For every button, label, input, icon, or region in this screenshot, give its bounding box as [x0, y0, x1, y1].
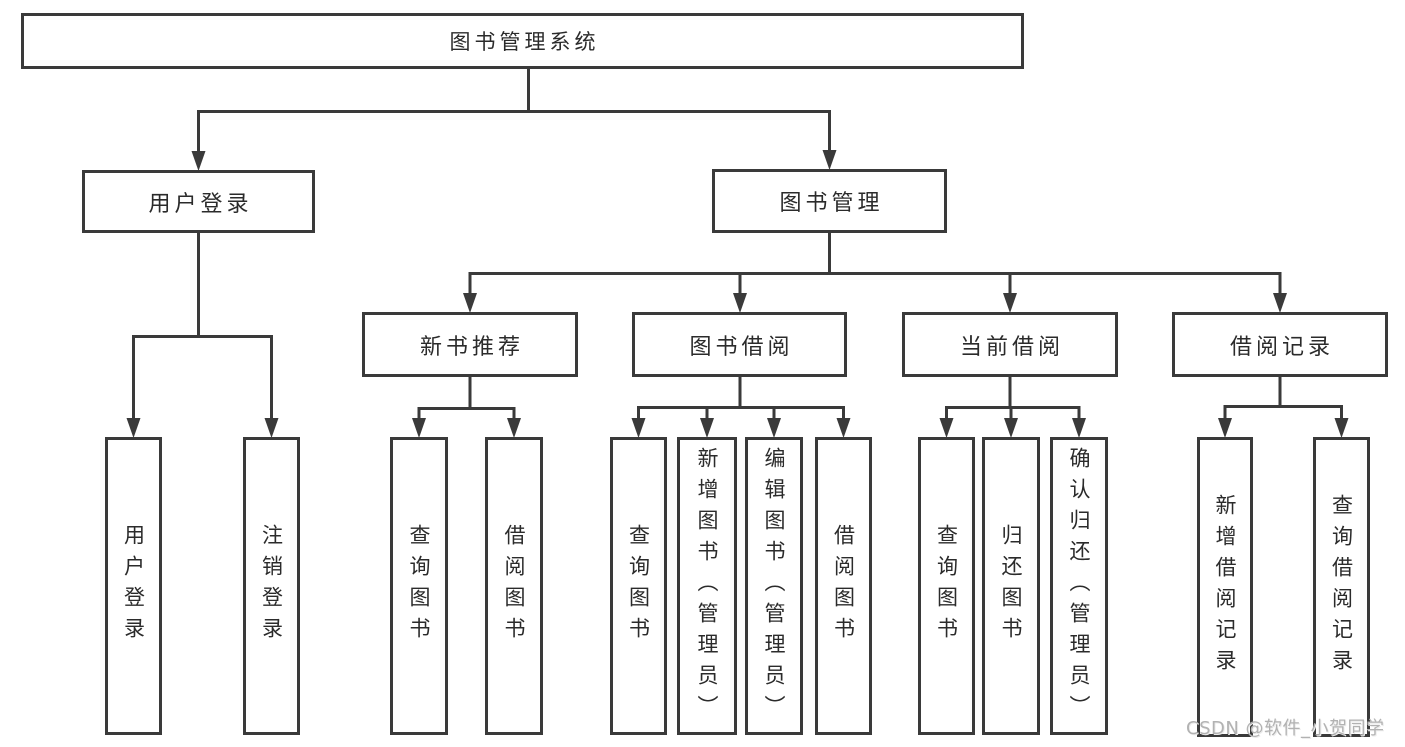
leaf-query-books-recommend: 查询图书: [390, 437, 448, 735]
leaf-label: 查询图书: [407, 524, 432, 648]
leaf-label: 查询图书: [626, 524, 651, 648]
node-current-borrowing: 当前借阅: [902, 312, 1118, 377]
leaf-logout: 注销登录: [243, 437, 300, 735]
leaf-confirm-return-admin: 确认归还（管理员）: [1050, 437, 1108, 735]
leaf-label: 新增图书（管理员）: [695, 446, 720, 726]
node-book-borrowing: 图书借阅: [632, 312, 847, 377]
leaf-add-book-admin: 新增图书（管理员）: [677, 437, 737, 735]
leaf-label: 查询借阅记录: [1329, 494, 1354, 680]
csdn-watermark: CSDN @软件_小贺同学: [1186, 718, 1385, 739]
node-library-management-system: 图书管理系统: [21, 13, 1024, 69]
leaf-query-books-borrowing: 查询图书: [610, 437, 667, 735]
leaf-return-book: 归还图书: [982, 437, 1040, 735]
node-user-login: 用户登录: [82, 170, 315, 233]
node-label: 当前借阅: [959, 334, 1064, 360]
leaf-label: 编辑图书（管理员）: [762, 446, 787, 726]
node-label: 图书借阅: [689, 334, 794, 360]
leaf-borrow-books-borrowing: 借阅图书: [815, 437, 872, 735]
node-label: 新书推荐: [419, 334, 524, 360]
node-label: 用户登录: [148, 191, 253, 217]
leaf-label: 借阅图书: [502, 524, 527, 648]
leaf-query-books-current: 查询图书: [918, 437, 975, 735]
node-book-management: 图书管理: [712, 169, 947, 233]
leaf-label: 新增借阅记录: [1213, 494, 1238, 680]
leaf-label: 借阅图书: [831, 524, 856, 648]
leaf-edit-book-admin: 编辑图书（管理员）: [745, 437, 803, 735]
leaf-label: 用户登录: [121, 524, 146, 648]
leaf-label: 归还图书: [999, 524, 1024, 648]
leaf-add-borrow-record: 新增借阅记录: [1197, 437, 1253, 737]
leaf-label: 注销登录: [259, 524, 284, 648]
leaf-label: 查询图书: [934, 524, 959, 648]
node-label: 图书管理: [779, 191, 884, 216]
leaf-label: 确认归还（管理员）: [1067, 446, 1092, 726]
leaf-borrow-books-recommend: 借阅图书: [485, 437, 543, 735]
node-borrowing-records: 借阅记录: [1172, 312, 1388, 377]
leaf-user-login: 用户登录: [105, 437, 162, 735]
node-label: 图书管理系统: [449, 30, 600, 54]
node-new-book-recommendation: 新书推荐: [362, 312, 578, 377]
node-label: 借阅记录: [1229, 334, 1334, 360]
leaf-query-borrow-record: 查询借阅记录: [1313, 437, 1370, 737]
